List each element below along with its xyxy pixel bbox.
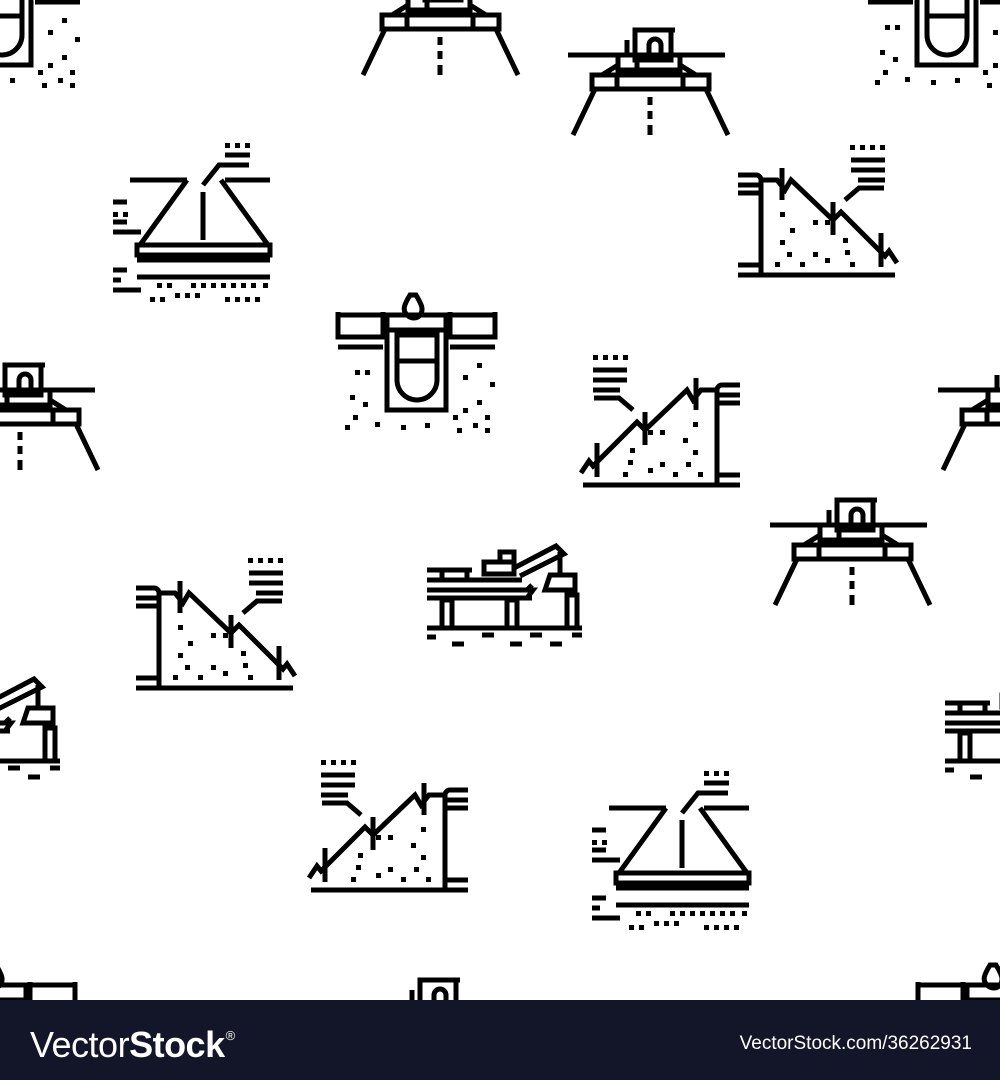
roller-icon bbox=[0, 360, 101, 475]
registered-mark: ® bbox=[225, 1028, 236, 1043]
culvert-icon bbox=[0, 935, 80, 1000]
slope-up-icon bbox=[306, 755, 471, 895]
bridge-crane-icon bbox=[940, 663, 1000, 783]
culvert-icon bbox=[0, 0, 85, 90]
roller-icon bbox=[355, 0, 521, 80]
roller-icon bbox=[565, 25, 731, 140]
bridge-crane-icon bbox=[422, 530, 592, 650]
logo-light-text: Vector bbox=[30, 1024, 130, 1065]
watermark-footer: VectorStock® VectorStock.com/36262931 bbox=[0, 1000, 1000, 1080]
slope-down-icon bbox=[735, 140, 900, 280]
culvert-icon bbox=[865, 0, 1000, 90]
slope-down-icon bbox=[133, 553, 298, 693]
slope-up-icon bbox=[578, 350, 743, 490]
image-id-url: VectorStock.com/36262931 bbox=[739, 1033, 972, 1054]
logo-bold-text: Stock bbox=[129, 1024, 225, 1065]
bridge-crane-icon bbox=[0, 663, 70, 783]
roller-icon bbox=[935, 360, 1000, 475]
roller-icon bbox=[350, 975, 515, 1000]
icon-pattern-canvas bbox=[0, 0, 1000, 1000]
vectorstock-logo: VectorStock® bbox=[30, 1020, 235, 1065]
culvert-icon bbox=[335, 265, 500, 435]
culvert-icon bbox=[915, 935, 1000, 1000]
embankment-icon bbox=[105, 135, 275, 305]
roller-icon bbox=[767, 495, 933, 610]
embankment-icon bbox=[584, 763, 754, 933]
